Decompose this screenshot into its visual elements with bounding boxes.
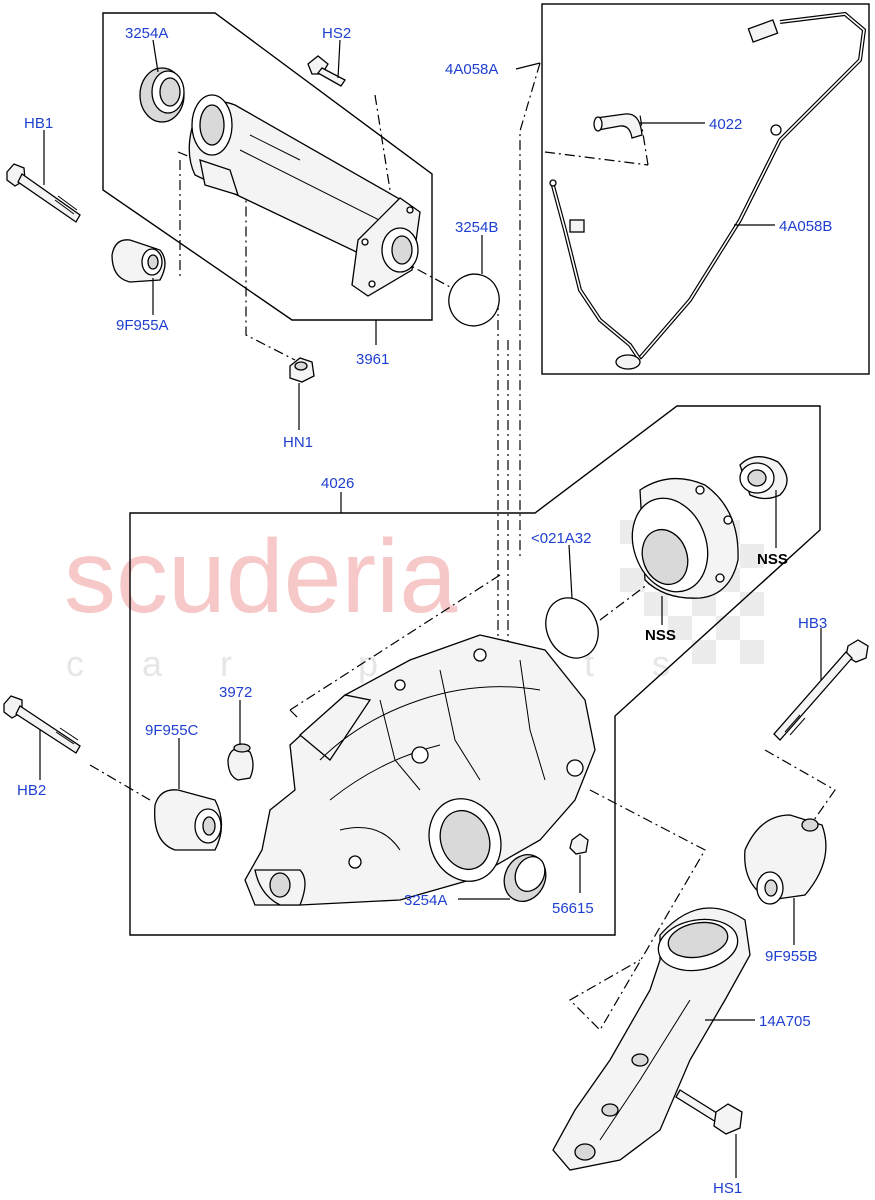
watermark-brand: scuderia [64,519,457,635]
breather-pipe [549,11,867,370]
rear-differential [244,634,596,906]
spacer-3972 [227,743,254,781]
rear-axle-tube [188,94,421,297]
label-4022: 4022 [709,116,742,133]
frame-4A058-group [541,3,870,375]
label-3254B: 3254B [455,219,498,236]
bush-9F955B [744,814,827,905]
label-3254A-bottom: 3254A [404,892,447,909]
bush-9F955C [154,789,223,851]
label-9F955B: 9F955B [765,948,818,965]
flange-nut [739,456,788,500]
mounting-bracket [552,907,751,1171]
bolt-HB2 [3,695,81,754]
label-4A058B: 4A058B [779,218,832,235]
output-flange [631,477,739,599]
bolt-HS1 [675,1089,743,1135]
label-NSS-flange: NSS [645,627,676,644]
bolt-HS2 [307,55,346,87]
nut-HN1 [289,357,315,383]
elbow-4022 [593,113,643,139]
part-labels: 3254A HS2 4A058A 4022 HB1 4A058B 3254B 9… [17,25,832,1197]
label-HB2: HB2 [17,782,46,799]
label-56615: 56615 [552,900,594,917]
plug-56615 [569,833,589,855]
label-9F955C: 9F955C [145,722,199,739]
bush-9F955A [111,239,166,283]
frame-3961-group [102,12,433,321]
label-HB3: HB3 [798,615,827,632]
o-ring-021A32 [545,597,599,659]
seal-3254A-bottom [503,854,547,902]
seal-3254A-top [139,67,185,123]
bolt-HB1 [6,163,81,223]
o-ring-3254B [448,273,500,327]
label-021A32: <021A32 [531,530,591,547]
label-9F955A: 9F955A [116,317,169,334]
label-4A058A: 4A058A [445,61,498,78]
label-14A705: 14A705 [759,1013,811,1030]
label-NSS-nut: NSS [757,551,788,568]
frame-4026-group [129,405,821,936]
label-4026: 4026 [321,475,354,492]
label-HS2: HS2 [322,25,351,42]
label-3972: 3972 [219,684,252,701]
bolt-HB3 [773,639,869,741]
label-HN1: HN1 [283,434,313,451]
label-3961: 3961 [356,351,389,368]
leader-lines [39,39,822,1178]
label-3254A-top: 3254A [125,25,168,42]
label-HS1: HS1 [713,1180,742,1197]
label-HB1: HB1 [24,115,53,132]
